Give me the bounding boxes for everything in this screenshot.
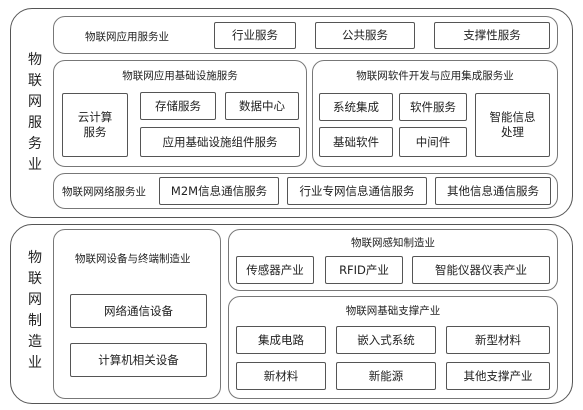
network-service-label: 物联网网络服务业 [62,186,146,198]
service-industry-label: 物联网服务业 [28,52,42,173]
infra-components-cell: 应用基础设施组件服务 [140,127,300,157]
new-energy-cell: 新能源 [336,362,436,390]
software-service-label: 物联网软件开发与应用集成服务业 [356,70,514,82]
embedded-system-cell: 嵌入式系统 [336,326,436,354]
middleware-cell: 中间件 [399,127,467,157]
intelligent-processing-cell: 智能信息处理 [475,93,550,157]
new-materials-a-cell: 新型材料 [446,326,550,354]
system-integration-cell: 系统集成 [319,93,393,121]
storage-service-cell: 存储服务 [140,92,216,120]
sensing-label: 物联网感知制造业 [351,237,435,249]
infra-service-label: 物联网应用基础设施服务 [122,70,238,82]
network-comm-equipment-cell: 网络通信设备 [70,294,207,328]
manufacturing-industry-label: 物联网制造业 [28,250,42,371]
industry-service-cell: 行业服务 [214,22,296,49]
integrated-circuit-cell: 集成电路 [236,326,326,354]
private-network-service-cell: 行业专网信息通信服务 [287,177,427,205]
cloud-service-cell: 云计算服务 [62,93,128,157]
datacenter-cell: 数据中心 [225,92,299,120]
support-service-cell: 支撑性服务 [434,22,550,49]
computer-equipment-cell: 计算机相关设备 [70,343,207,377]
new-materials-b-cell: 新材料 [236,362,326,390]
other-support-industry-cell: 其他支撑产业 [446,362,550,390]
software-service-cell: 软件服务 [399,93,467,121]
public-service-cell: 公共服务 [315,22,415,49]
base-software-cell: 基础软件 [319,127,393,157]
other-comm-service-cell: 其他信息通信服务 [435,177,551,205]
equipment-label: 物联网设备与终端制造业 [75,253,191,265]
rfid-industry-cell: RFID产业 [325,256,403,284]
app-service-label: 物联网应用服务业 [85,31,169,43]
support-industry-label: 物联网基础支撑产业 [345,305,441,317]
m2m-service-cell: M2M信息通信服务 [159,177,279,205]
sensor-industry-cell: 传感器产业 [236,256,314,284]
smart-instrument-industry-cell: 智能仪器仪表产业 [412,256,550,284]
